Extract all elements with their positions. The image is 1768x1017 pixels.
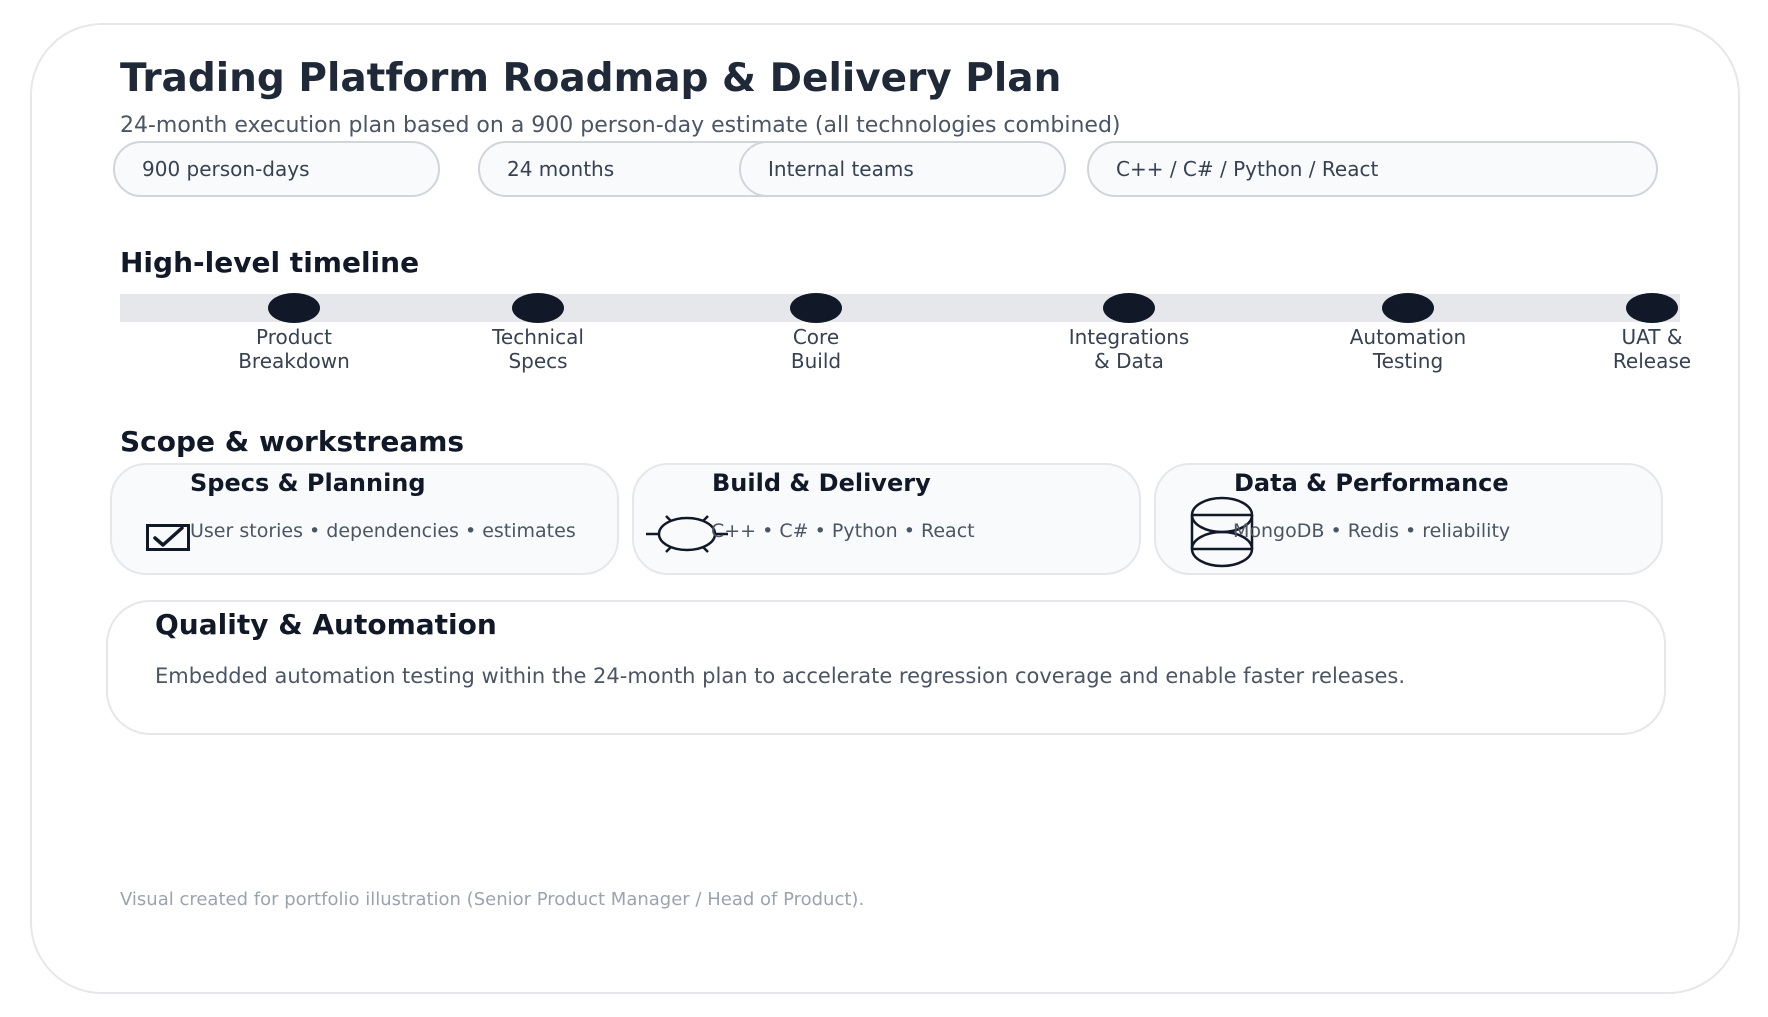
milestone-dot bbox=[268, 293, 320, 323]
quality-text: Embedded automation testing within the 2… bbox=[155, 664, 1406, 688]
scope-heading: Scope & workstreams bbox=[120, 425, 465, 458]
page-title: Trading Platform Roadmap & Delivery Plan bbox=[120, 56, 1062, 101]
timeline-track bbox=[120, 294, 1680, 322]
workstream-text: User stories • dependencies • estimates bbox=[190, 520, 576, 542]
pill-internal-teams: Internal teams bbox=[739, 141, 1066, 197]
milestone-label: UAT &Release bbox=[1612, 325, 1692, 373]
workstream-text: MongoDB • Redis • reliability bbox=[1233, 520, 1511, 542]
quality-card bbox=[106, 600, 1666, 735]
workstream-text: C++ • C# • Python • React bbox=[711, 520, 975, 542]
workstream-card-build bbox=[632, 463, 1141, 575]
footer-note: Visual created for portfolio illustratio… bbox=[120, 889, 865, 910]
workstream-title: Specs & Planning bbox=[190, 469, 426, 497]
page-subtitle: 24-month execution plan based on a 900 p… bbox=[120, 113, 1121, 138]
milestone-dot bbox=[512, 293, 564, 323]
checkbox-icon bbox=[146, 524, 190, 551]
workstream-title: Build & Delivery bbox=[712, 469, 931, 497]
pill-tech-stack: C++ / C# / Python / React bbox=[1087, 141, 1658, 197]
pill-person-days: 900 person-days bbox=[113, 141, 440, 197]
milestone-dot bbox=[1382, 293, 1434, 323]
milestone-dot bbox=[790, 293, 842, 323]
milestone-dot bbox=[1103, 293, 1155, 323]
workstream-title: Data & Performance bbox=[1234, 469, 1509, 497]
milestone-dot bbox=[1626, 293, 1678, 323]
workstream-card-specs bbox=[110, 463, 619, 575]
timeline-heading: High-level timeline bbox=[120, 246, 420, 279]
milestone-label: Integrations& Data bbox=[1068, 325, 1190, 373]
workstream-card-data bbox=[1154, 463, 1663, 575]
quality-title: Quality & Automation bbox=[155, 608, 497, 641]
database-icon bbox=[1190, 496, 1254, 568]
gear-icon bbox=[646, 515, 728, 553]
